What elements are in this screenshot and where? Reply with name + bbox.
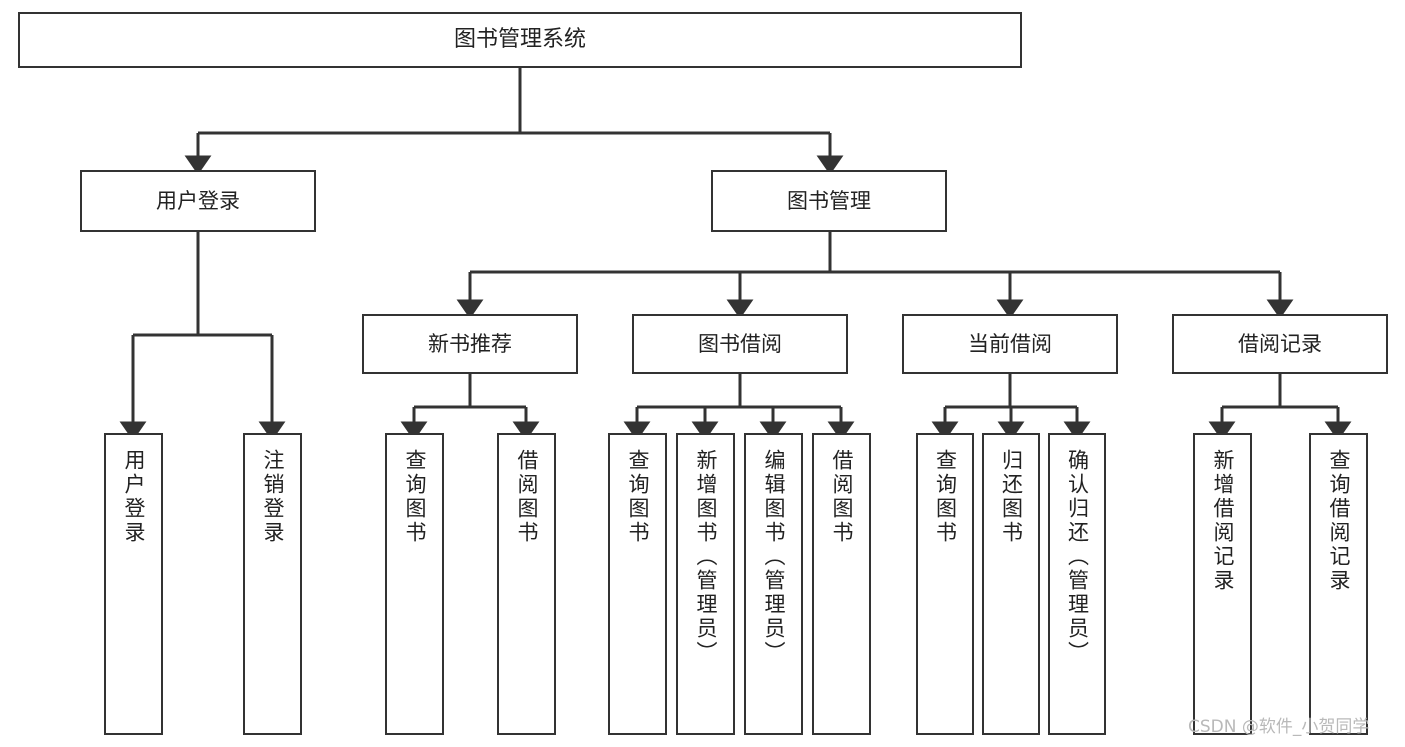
node-label: 借阅记录: [1238, 331, 1322, 356]
node-label: 借阅图书: [830, 449, 854, 545]
leaf-logout[interactable]: 注销登录: [243, 433, 302, 735]
node-label: 借阅图书: [515, 449, 539, 545]
node-label: 查询图书: [403, 449, 427, 545]
node-label: 注销登录: [261, 449, 285, 545]
node-label: 当前借阅: [968, 331, 1052, 356]
leaf-edit-book-admin[interactable]: 编辑图书（管理员）: [744, 433, 803, 735]
node-label: 图书借阅: [698, 331, 782, 356]
node-label: 新增图书（管理员）: [694, 449, 718, 665]
node-label: 用户登录: [122, 449, 146, 545]
leaf-return-books[interactable]: 归还图书: [982, 433, 1040, 735]
leaf-confirm-return-admin[interactable]: 确认归还（管理员）: [1048, 433, 1106, 735]
leaf-query-books-current[interactable]: 查询图书: [916, 433, 974, 735]
node-label: 确认归还（管理员）: [1065, 449, 1090, 665]
node-book-borrowing[interactable]: 图书借阅: [632, 314, 848, 374]
leaf-query-books-borrow[interactable]: 查询图书: [608, 433, 667, 735]
leaf-borrow-books-recommend[interactable]: 借阅图书: [497, 433, 556, 735]
leaf-user-login[interactable]: 用户登录: [104, 433, 163, 735]
leaf-add-book-admin[interactable]: 新增图书（管理员）: [676, 433, 735, 735]
node-new-book-recommendation[interactable]: 新书推荐: [362, 314, 578, 374]
node-borrowing-records[interactable]: 借阅记录: [1172, 314, 1388, 374]
leaf-query-books-recommend[interactable]: 查询图书: [385, 433, 444, 735]
node-label: 查询图书: [933, 449, 958, 545]
node-label: 新增借阅记录: [1211, 449, 1235, 593]
node-label: 用户登录: [156, 188, 240, 213]
node-label: 查询借阅记录: [1327, 449, 1351, 593]
leaf-add-borrow-record[interactable]: 新增借阅记录: [1193, 433, 1252, 735]
watermark: CSDN @软件_小贺同学: [1188, 717, 1370, 737]
node-current-borrowing[interactable]: 当前借阅: [902, 314, 1118, 374]
node-label: 查询图书: [626, 449, 650, 545]
node-label: 归还图书: [999, 449, 1024, 545]
leaf-borrow-books[interactable]: 借阅图书: [812, 433, 871, 735]
node-label: 图书管理: [787, 188, 871, 213]
node-root-book-management-system[interactable]: 图书管理系统: [18, 12, 1022, 68]
node-label: 新书推荐: [428, 331, 512, 356]
node-book-management[interactable]: 图书管理: [711, 170, 947, 232]
leaf-query-borrow-record[interactable]: 查询借阅记录: [1309, 433, 1368, 735]
node-user-login[interactable]: 用户登录: [80, 170, 316, 232]
node-label: 图书管理系统: [453, 27, 586, 53]
node-label: 编辑图书（管理员）: [762, 449, 786, 665]
